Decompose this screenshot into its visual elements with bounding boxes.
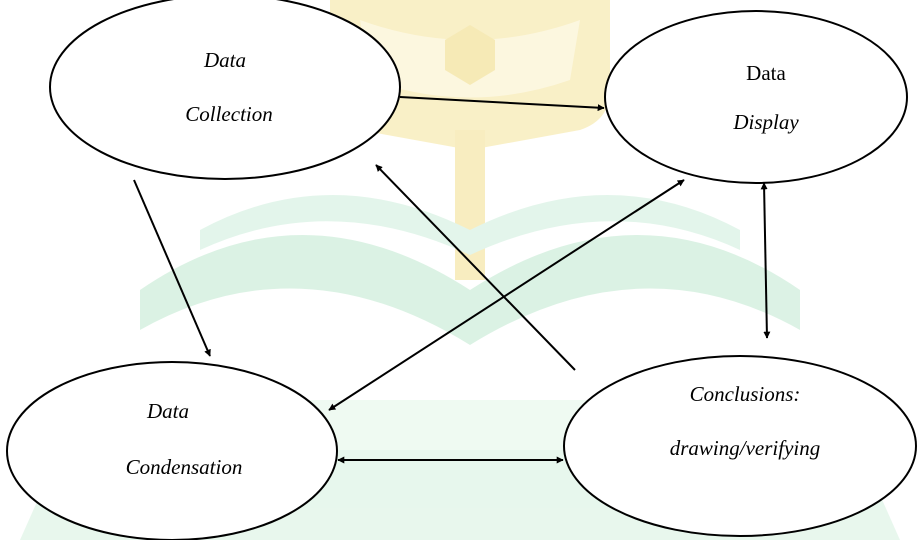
edges [133, 96, 771, 464]
node-data-collection-shape [49, 0, 401, 180]
node-conclusions-shape [563, 355, 917, 537]
node-conclusions-line1: Conclusions: [690, 382, 801, 406]
node-data-condensation-line1: Data [146, 399, 189, 423]
node-data-display-line1: Data [746, 61, 786, 85]
node-data-collection-line2: Collection [185, 102, 273, 126]
node-data-display: Data Display [604, 10, 908, 184]
node-data-display-shape [604, 10, 908, 184]
node-conclusions: Conclusions: drawing/verifying [563, 355, 917, 537]
node-data-display-line2: Display [732, 110, 799, 134]
edge-collection-to-display [399, 96, 605, 112]
edge-display-condensation-two-way [328, 179, 685, 411]
node-data-collection: Data Collection [49, 0, 401, 180]
node-conclusions-line2: drawing/verifying [670, 436, 821, 460]
edge-collection-to-condensation [133, 179, 211, 357]
edge-display-conclusions-two-way [760, 182, 771, 339]
node-data-condensation: Data Condensation [6, 361, 338, 540]
node-data-collection-line1: Data [203, 48, 246, 72]
node-data-condensation-shape [6, 361, 338, 540]
node-data-condensation-line2: Condensation [126, 455, 243, 479]
